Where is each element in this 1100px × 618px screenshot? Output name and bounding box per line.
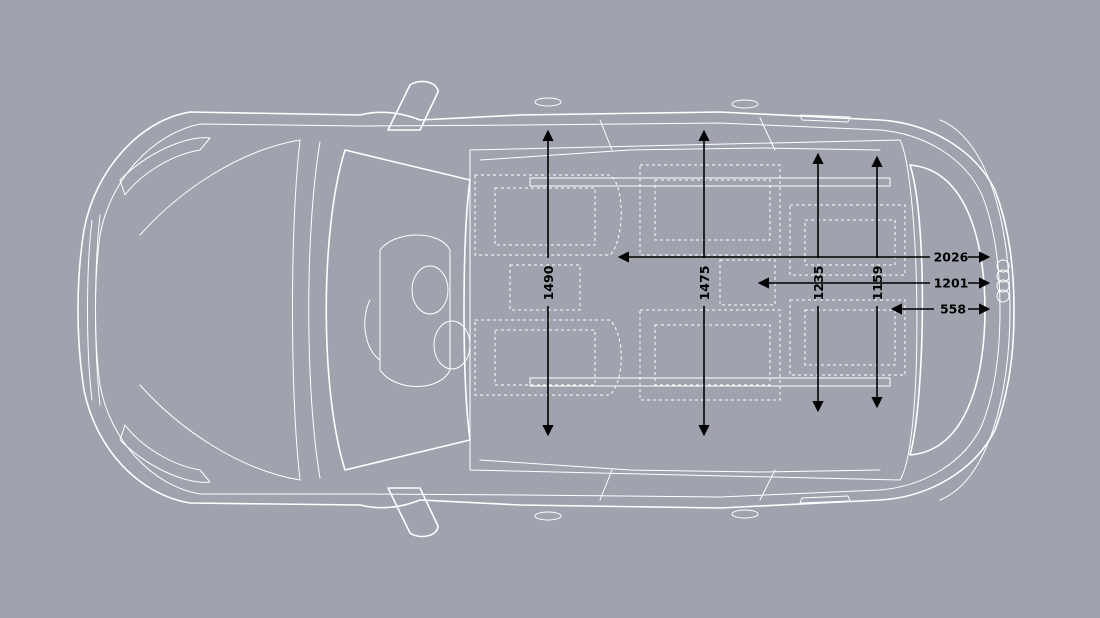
dimension-length-to-rear-seats: 1201 [757, 276, 991, 291]
dimension-label-1490: 1490 [541, 265, 556, 300]
dimension-front-seat-width: 1490 [541, 129, 556, 437]
dimension-label-1201: 1201 [934, 276, 969, 291]
dashboard-console [364, 234, 471, 387]
side-mirror-left [387, 80, 439, 131]
dimension-label-1475: 1475 [697, 266, 712, 301]
car-body-outline [77, 97, 1015, 521]
dimension-luggage-width: 1159 [870, 155, 885, 409]
seats-outline [474, 164, 906, 401]
brand-rings-logo [996, 259, 1010, 303]
dimension-length-to-third-row: 558 [890, 302, 991, 317]
dimension-label-558: 558 [940, 302, 966, 317]
vertical-dimensions: 1490 1475 1235 1159 [541, 129, 885, 437]
dimension-label-2026: 2026 [934, 250, 969, 265]
horizontal-dimensions: 2026 1201 558 [617, 250, 991, 317]
dimension-length-to-front-seats: 2026 [617, 250, 991, 265]
dimension-rear-seat-width: 1475 [697, 129, 712, 437]
side-mirror-right [387, 487, 439, 538]
